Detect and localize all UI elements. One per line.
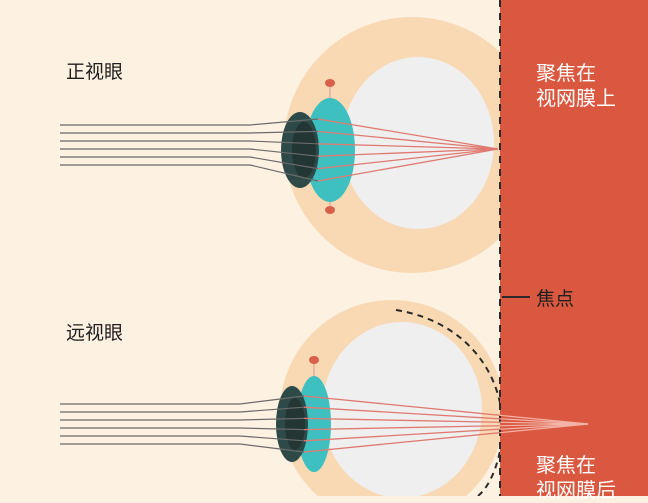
normal-eye-light-rays xyxy=(60,118,499,182)
refracted-ray xyxy=(303,428,501,442)
refracted-ray xyxy=(303,432,501,453)
behind-retina-ray xyxy=(499,423,589,434)
focus-behind-line1: 聚焦在 xyxy=(536,453,596,477)
entering-ray xyxy=(249,118,319,126)
entering-ray xyxy=(239,417,305,421)
refracted-ray xyxy=(303,417,501,423)
refracted-ray xyxy=(317,148,499,170)
refracted-ray xyxy=(303,425,501,431)
entering-ray xyxy=(239,435,305,442)
refracted-ray xyxy=(317,143,499,150)
focus-on-retina-line2: 视网膜上 xyxy=(536,86,616,110)
normal-eye-eyeball xyxy=(342,57,494,229)
refracted-ray xyxy=(303,395,501,416)
far-eye-lens xyxy=(297,376,331,472)
refracted-ray xyxy=(317,148,499,182)
far-eye-eyeball xyxy=(322,322,482,496)
refracted-ray xyxy=(317,118,499,150)
refracted-ray xyxy=(303,406,501,420)
entering-ray xyxy=(249,148,319,157)
refracted-ray xyxy=(317,148,499,157)
far-eye-light-rays xyxy=(60,395,589,453)
entering-ray xyxy=(239,395,305,405)
entering-ray xyxy=(249,156,319,170)
entering-ray xyxy=(249,164,319,182)
focus-on-retina-line1: 聚焦在 xyxy=(536,61,596,85)
far-eye-label: 远视眼 xyxy=(66,322,124,344)
normal-eye xyxy=(281,17,545,273)
normal-eye-pupil xyxy=(292,122,316,178)
normal-eye-ciliary-bottom xyxy=(325,206,335,214)
focal-point-label: 焦点 xyxy=(536,288,575,310)
entering-ray xyxy=(239,406,305,413)
entering-ray xyxy=(239,427,305,431)
retina-band xyxy=(500,0,648,496)
focus-on-retina-label: 聚焦在 视网膜上 xyxy=(536,61,616,111)
far-eye-ciliary-top xyxy=(309,356,319,364)
refracted-ray xyxy=(317,130,499,150)
entering-ray xyxy=(249,130,319,134)
entering-ray xyxy=(239,443,305,453)
far-eye xyxy=(276,300,504,496)
far-eye-pupil xyxy=(285,398,305,450)
normal-eye-ciliary-top xyxy=(325,79,335,87)
focus-behind-line2: 视网膜后 xyxy=(536,478,616,502)
entering-ray xyxy=(249,140,319,145)
normal-eye-label: 正视眼 xyxy=(66,61,124,83)
